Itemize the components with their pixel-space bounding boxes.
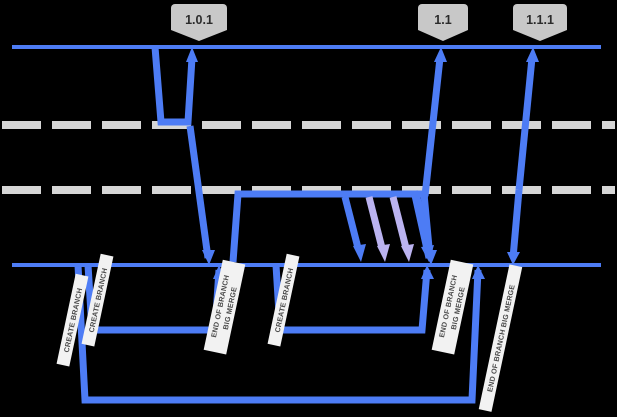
- branch-path-feature-2: [272, 264, 431, 334]
- arrowhead-111-top: [526, 47, 539, 62]
- tag-shape: [418, 4, 468, 41]
- label-background: [81, 253, 114, 347]
- branch-path-hotfix-101: [151, 46, 196, 126]
- branch-path-longlived: [74, 264, 482, 404]
- label-background: [478, 264, 523, 412]
- branch-path-101-to-develop: [186, 125, 212, 259]
- tag-label: 1.0.1: [185, 13, 213, 27]
- label-background: [267, 253, 300, 347]
- event-label-end-of-branch-big-merge-3: END OF BRANCH BIG MERGE: [478, 264, 523, 412]
- arrowhead-11-top: [434, 47, 447, 62]
- branch-path-release-mid: [229, 190, 428, 263]
- merge-arrow-3: [389, 196, 414, 262]
- tag-shape: [513, 4, 567, 41]
- branch-paths-group: [74, 46, 536, 404]
- label-background: [203, 259, 246, 355]
- tag-1-1[interactable]: 1.1: [418, 4, 468, 41]
- event-label-end-of-branch-big-merge-2: END OF BRANCH BIG MERGE: [431, 259, 474, 355]
- branch-path-111-v-right: [515, 57, 536, 191]
- event-label-line: END OF BRANCH BIG MERGE: [485, 284, 517, 393]
- label-background: [431, 259, 474, 355]
- tag-1-0-1[interactable]: 1.0.1: [171, 4, 227, 41]
- tags-group: 1.0.1 1.1 1.1.1: [171, 4, 567, 41]
- arrowhead-111-develop: [507, 252, 520, 265]
- label-background: [56, 273, 89, 367]
- arrowheads-group: [186, 47, 539, 279]
- arrowhead-101-top: [186, 47, 198, 62]
- tag-shape: [171, 4, 227, 41]
- branch-path-11-to-main: [421, 57, 444, 197]
- tag-label: 1.1: [434, 13, 451, 27]
- tag-label: 1.1.1: [526, 13, 554, 27]
- arrowhead-101-develop: [202, 250, 215, 265]
- merge-arrow-4: [413, 196, 434, 262]
- merge-arrow-1: [341, 196, 366, 262]
- arrowhead-longlived-up: [472, 265, 485, 279]
- merge-arrows-group: [341, 196, 434, 262]
- branch-path-111-v-left: [509, 189, 523, 259]
- event-label-end-of-branch-big-merge-1: END OF BRANCH BIG MERGE: [203, 259, 246, 355]
- arrowhead-feature-2-up: [421, 265, 434, 279]
- tag-1-1-1[interactable]: 1.1.1: [513, 4, 567, 41]
- merge-arrow-2: [365, 196, 390, 262]
